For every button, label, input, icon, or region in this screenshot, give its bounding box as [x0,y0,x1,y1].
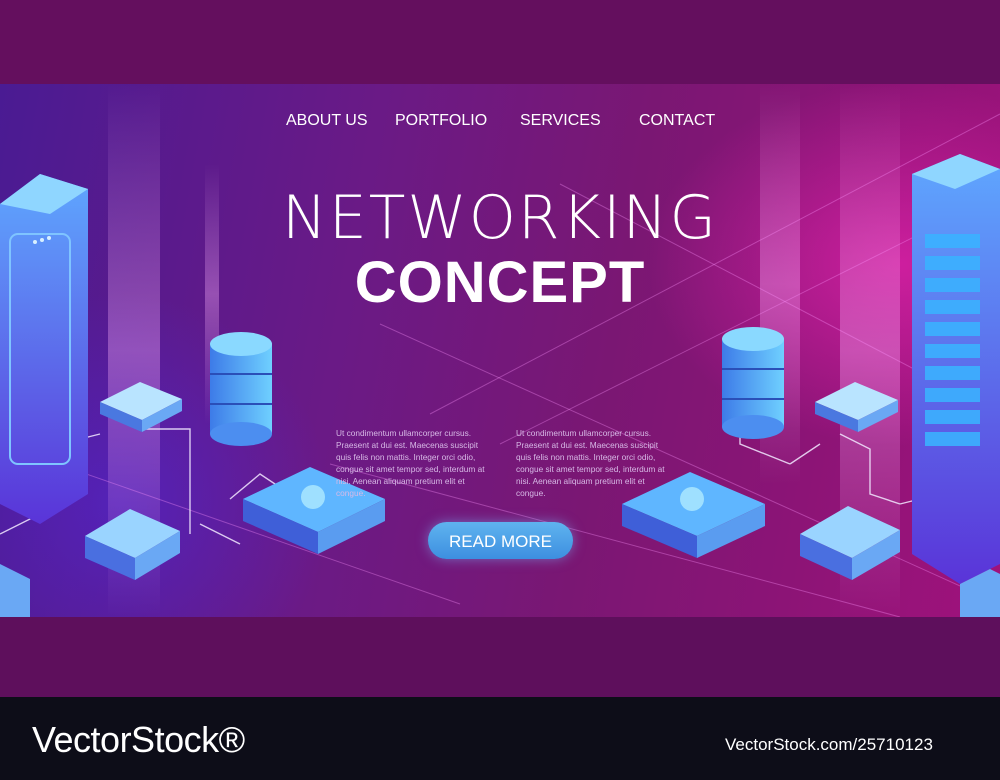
watermark-footer [0,697,1000,780]
hero-title-line1: NETWORKING [281,183,719,253]
isometric-network-illustration [0,84,1000,617]
router-block [100,382,182,432]
nav-portfolio[interactable]: PORTFOLIO [395,112,488,129]
switch-device [622,472,765,558]
watermark-id: VectorStock.com/25710123 [725,735,933,754]
router-block [960,569,1000,617]
server-rack-right [912,154,1000,584]
server-tower-left [0,174,88,524]
nav-services[interactable]: SERVICES [520,112,601,129]
router-block [0,564,30,617]
nav-contact[interactable]: CONTACT [639,112,716,129]
top-navigation: ABOUT US PORTFOLIO SERVICES CONTACT [0,112,1000,132]
hero-title-line2: CONCEPT [354,250,646,315]
router-block [800,506,900,580]
bottom-band [0,617,1000,697]
database-cylinder-right [722,327,784,439]
database-cylinder-left [210,332,272,446]
read-more-button[interactable]: READ MORE [428,522,573,559]
switch-device [243,467,385,554]
hero-paragraph-left: Ut condimentum ullamcorper cursus. Praes… [336,428,485,498]
nav-about-us[interactable]: ABOUT US [286,112,368,129]
hero-paragraph-right: Ut condimentum ullamcorper cursus. Praes… [516,428,665,498]
watermark-brand: VectorStock® [32,719,245,760]
top-band [0,0,1000,84]
router-block [85,509,180,580]
router-block [815,382,898,432]
